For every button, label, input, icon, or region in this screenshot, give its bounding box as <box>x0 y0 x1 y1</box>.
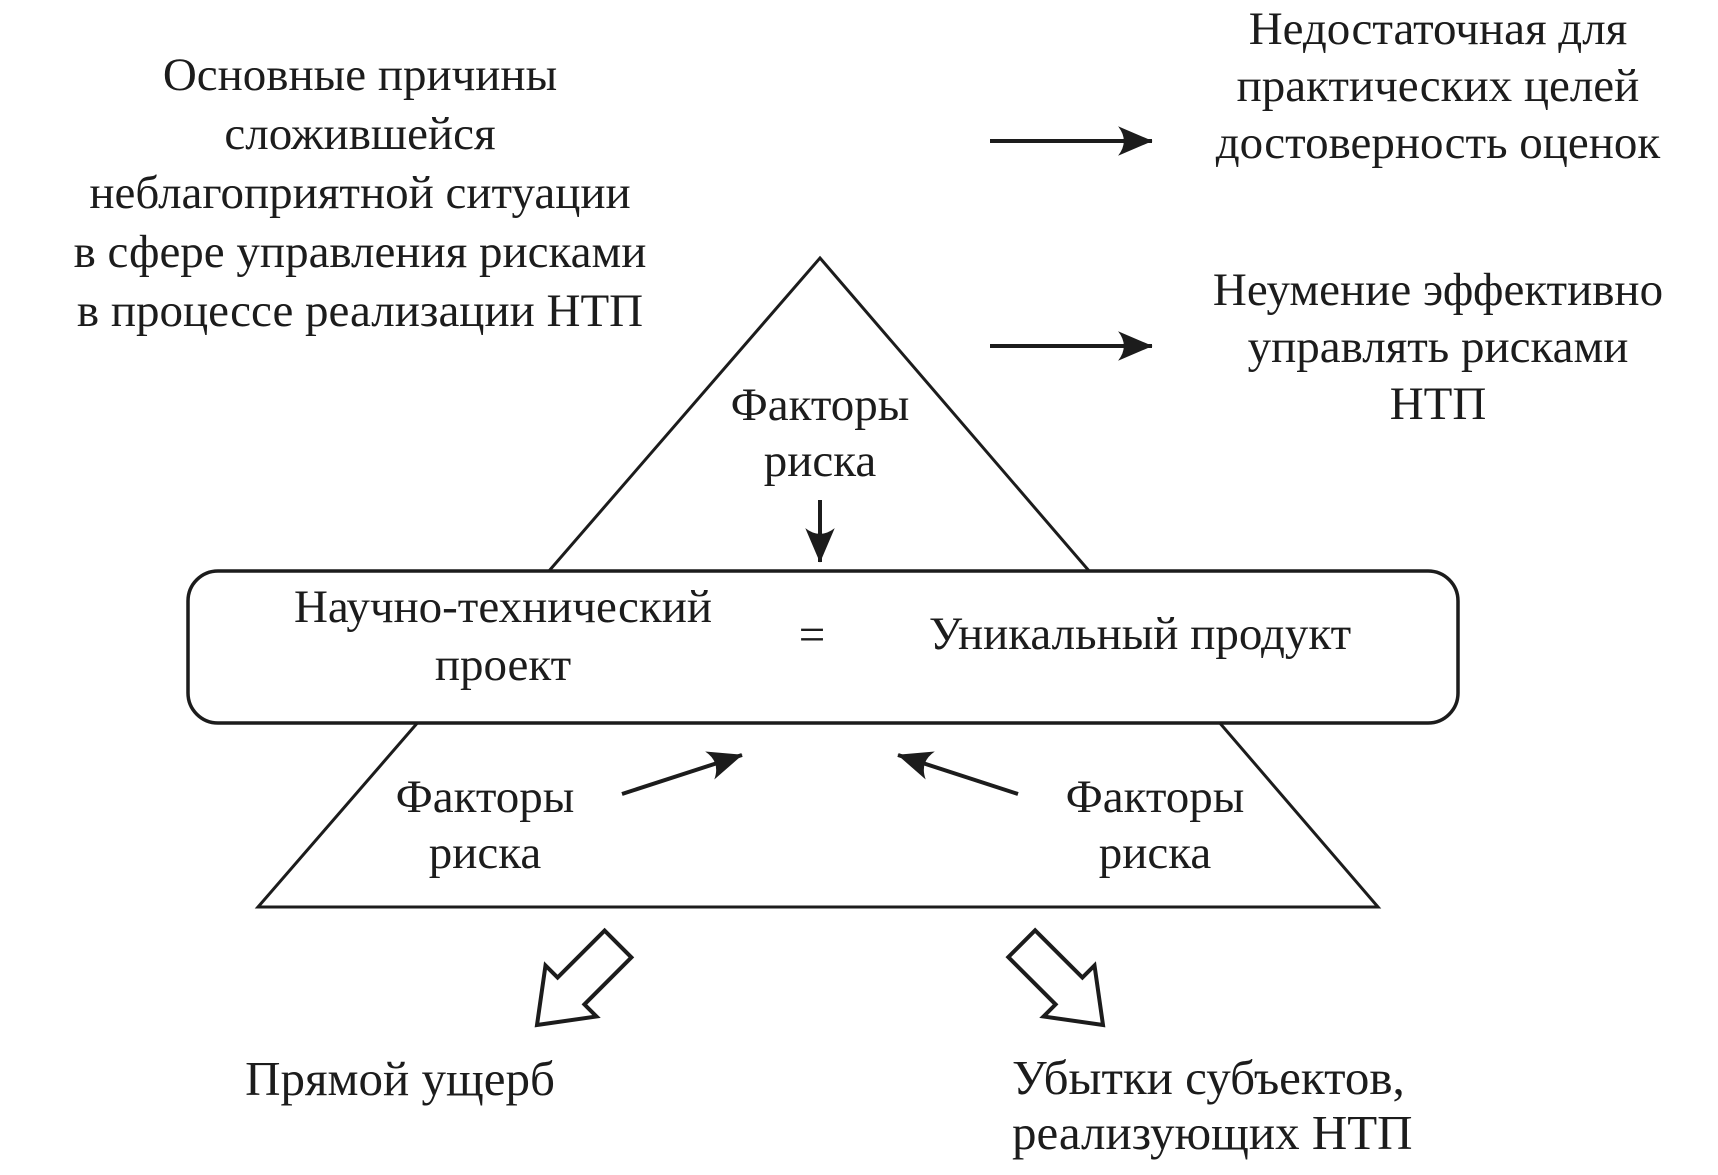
inability-to-manage-text: Неумение эффективно управлять рисками НТ… <box>1158 262 1718 433</box>
equals-sign: = <box>798 609 826 661</box>
insufficient-reliability-line: достоверность оценок <box>1215 117 1661 169</box>
subjects-losses-label: Убытки субъектов, реализующих НТП <box>1012 1050 1482 1160</box>
main-causes-line: неблагоприятной ситуации <box>89 167 631 219</box>
insufficient-reliability-line: практических целей <box>1236 60 1640 112</box>
arrow-bottom-left-risk-factors-icon <box>621 751 743 796</box>
risk-factors-line: риска <box>1098 827 1212 879</box>
equation-box <box>186 569 1460 725</box>
direct-damage-label: Прямой ущерб <box>245 1051 555 1106</box>
scientific-technical-project-line: проект <box>434 639 572 691</box>
risk-factors-line: Факторы <box>1065 771 1245 823</box>
inability-to-manage-line: Неумение эффективно <box>1212 264 1664 316</box>
main-causes-line: в сфере управления рисками <box>73 226 647 278</box>
subjects-losses-line: Убытки субъектов, <box>1012 1050 1405 1105</box>
risk-factors-line: риска <box>763 435 877 487</box>
block-arrow-down-right-icon <box>1005 927 1106 1028</box>
risk-factors-line: Факторы <box>395 771 575 823</box>
main-causes-line: сложившейся <box>224 108 496 160</box>
arrow-bottom-right-risk-factors-icon <box>897 751 1019 796</box>
scientific-technical-project-line: Научно-технический <box>293 581 713 633</box>
risk-factors-bottom-left-label: Факторы риска <box>285 769 685 881</box>
risk-factors-bottom-right-label: Факторы риска <box>955 769 1355 881</box>
inability-to-manage-line: НТП <box>1389 378 1487 430</box>
risk-factors-top-label: Факторы риска <box>620 377 1020 489</box>
insufficient-reliability-text: Недостаточная для практических целей дос… <box>1158 1 1718 172</box>
insufficient-reliability-line: Недостаточная для <box>1248 3 1628 55</box>
risk-factors-line: риска <box>428 827 542 879</box>
block-arrow-down-left-icon <box>534 927 635 1028</box>
risk-factors-line: Факторы <box>730 379 910 431</box>
unique-product-label: Уникальный продукт <box>928 608 1352 660</box>
inability-to-manage-line: управлять рисками <box>1247 321 1629 373</box>
main-causes-text: Основные причины сложившейся неблагоприя… <box>28 46 692 341</box>
main-causes-line: в процессе реализации НТП <box>76 285 644 337</box>
main-causes-line: Основные причины <box>162 49 558 101</box>
subjects-losses-line: реализующих НТП <box>1012 1105 1413 1160</box>
scientific-technical-project-label: Научно-технический проект <box>223 578 783 694</box>
